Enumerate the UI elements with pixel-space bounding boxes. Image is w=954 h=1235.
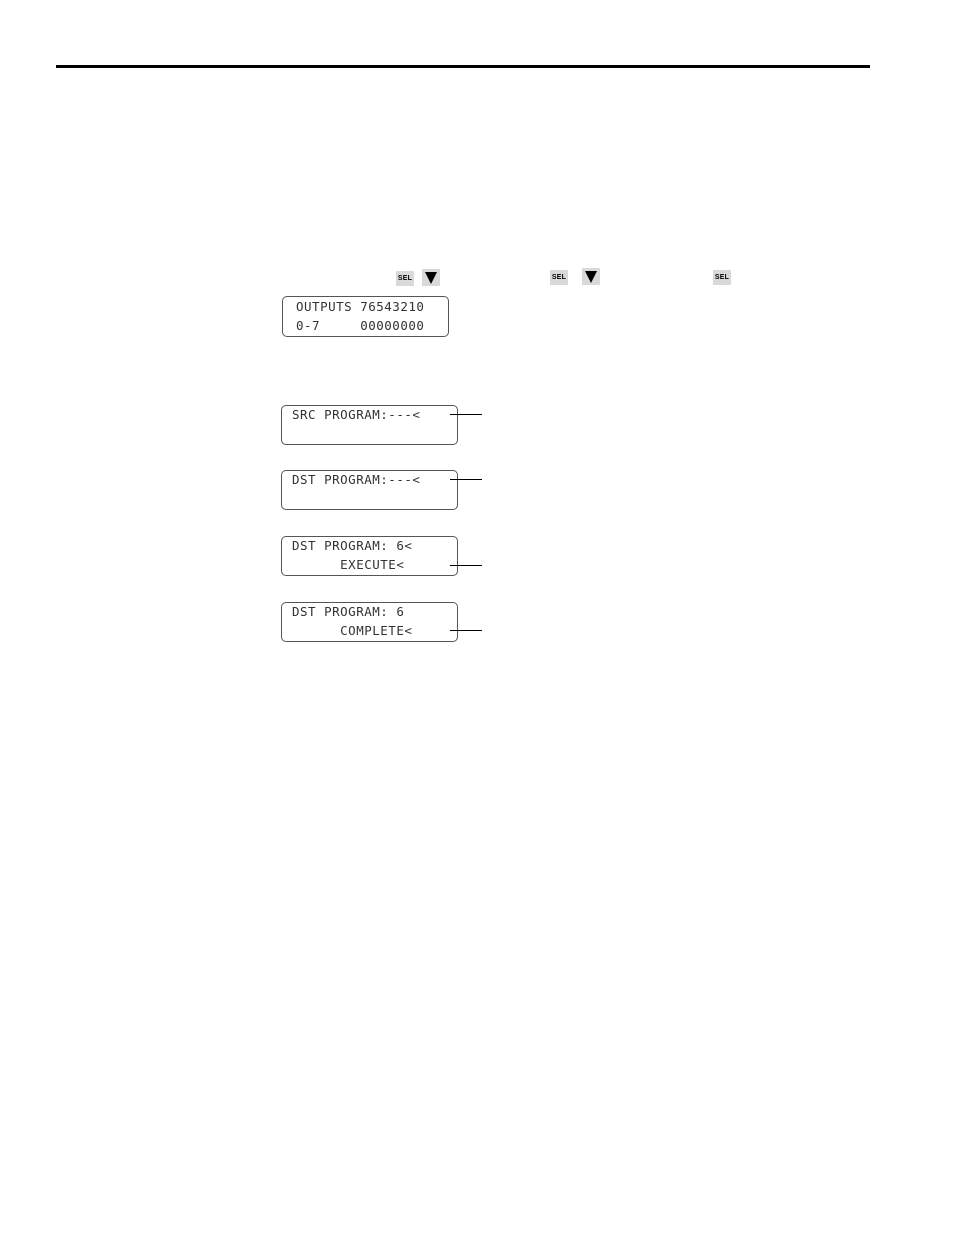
lcd-dst-program-line1: DST PROGRAM:---< [292,472,421,487]
lcd-outputs: OUTPUTS 76543210 0-7 00000000 [282,296,449,337]
sel-key-3: SEL [713,270,731,285]
lcd-outputs-line1: OUTPUTS 76543210 [296,299,425,314]
lcd-dst-program: DST PROGRAM:---< [281,470,458,510]
lcd-dst-complete-line2: COMPLETE< [292,623,413,638]
leader-line-src [450,414,482,415]
lcd-dst-execute-line2: EXECUTE< [292,557,405,572]
lcd-dst-execute: DST PROGRAM: 6< EXECUTE< [281,536,458,576]
down-arrow-key-icon-2 [582,268,600,285]
leader-line-complete [450,630,482,631]
lcd-src-program: SRC PROGRAM:---< [281,405,458,445]
lcd-dst-execute-line1: DST PROGRAM: 6< [292,538,413,553]
lcd-dst-complete-line1: DST PROGRAM: 6 [292,604,405,619]
lcd-src-program-line1: SRC PROGRAM:---< [292,407,421,422]
leader-line-dst [450,479,482,480]
lcd-dst-complete: DST PROGRAM: 6 COMPLETE< [281,602,458,642]
lcd-outputs-line2: 0-7 00000000 [296,318,425,333]
header-rule [56,65,870,68]
sel-key-2: SEL [550,270,568,285]
leader-line-execute [450,565,482,566]
sel-key-1: SEL [396,271,414,286]
down-arrow-key-icon-1 [422,269,440,286]
